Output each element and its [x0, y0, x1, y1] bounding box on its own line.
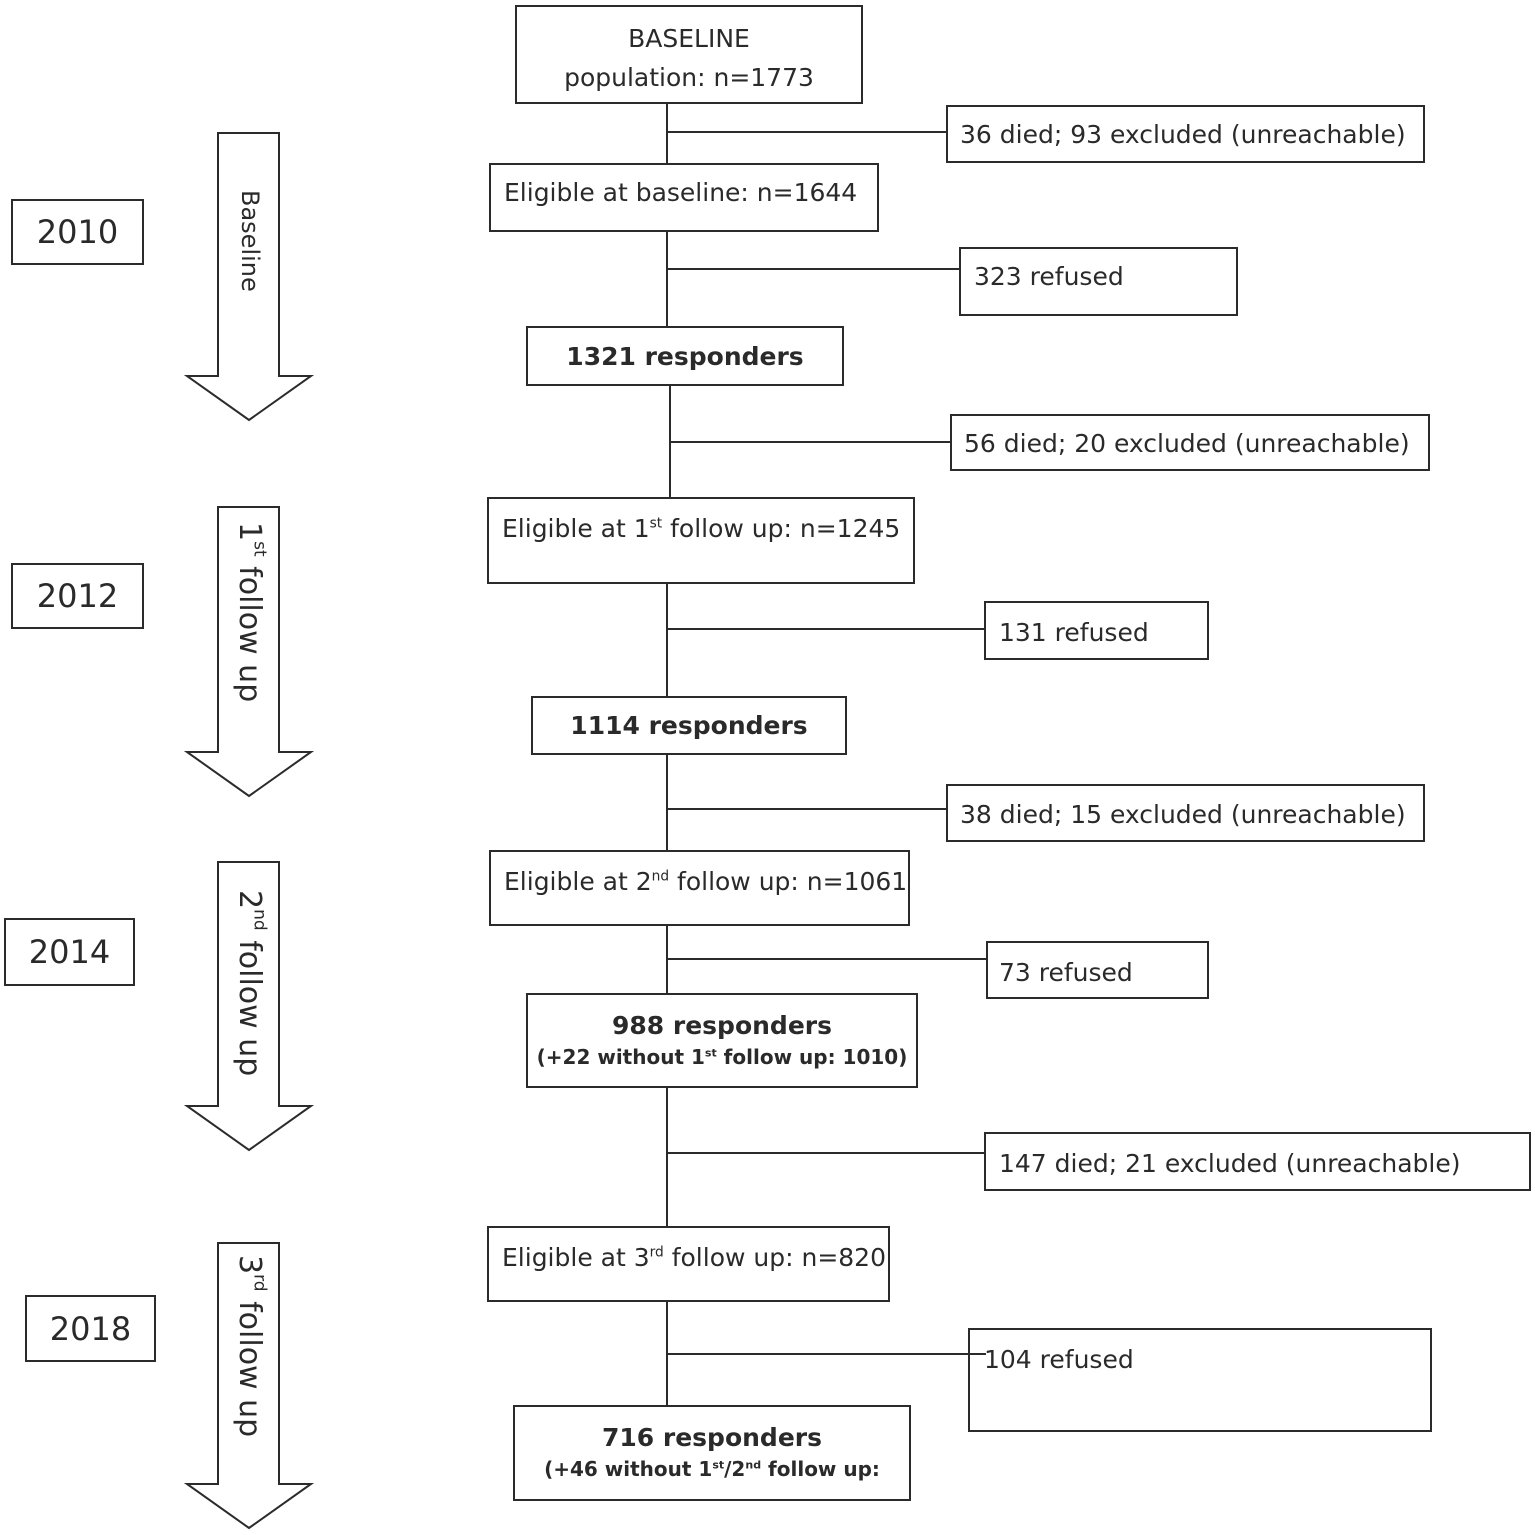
- responders-text: 1114 responders: [570, 711, 808, 740]
- connector-line: [666, 131, 947, 133]
- responders-note: (+46 without 1st/2nd follow up:: [544, 1457, 880, 1482]
- down-arrow: [183, 132, 315, 422]
- refused-text: 323 refused: [974, 262, 1124, 291]
- responders-box: 988 responders (+22 without 1st follow u…: [526, 993, 918, 1088]
- refused-text: 104 refused: [984, 1345, 1134, 1374]
- eligible-1st-box: Eligible at 1st follow up: n=1245: [487, 497, 915, 584]
- phase-label: 1st follow up: [233, 522, 270, 702]
- baseline-title: BASELINE: [628, 24, 750, 53]
- exclusion-text: 36 died; 93 excluded (unreachable): [960, 120, 1406, 149]
- connector-line: [666, 628, 985, 630]
- exclusion-box: 38 died; 15 excluded (unreachable): [946, 784, 1425, 842]
- baseline-population: population: n=1773: [564, 63, 814, 93]
- baseline-population-box: BASELINE population: n=1773: [515, 5, 863, 104]
- year-box: 2018: [25, 1295, 156, 1362]
- exclusion-text: 38 died; 15 excluded (unreachable): [960, 800, 1406, 829]
- eligible-3rd-box: Eligible at 3rd follow up: n=820: [487, 1226, 890, 1302]
- phase-label: 3rd follow up: [233, 1255, 270, 1437]
- connector-line: [666, 958, 987, 960]
- exclusion-box: 147 died; 21 excluded (unreachable): [984, 1132, 1531, 1191]
- year-box: 2012: [11, 563, 144, 629]
- refused-text: 131 refused: [999, 618, 1149, 647]
- responders-note: (+22 without 1st follow up: 1010): [536, 1045, 908, 1070]
- exclusion-text: 147 died; 21 excluded (unreachable): [999, 1149, 1461, 1178]
- connector-line: [666, 103, 668, 164]
- refused-box: 73 refused: [986, 941, 1209, 999]
- phase-label: 2nd follow up: [233, 890, 270, 1076]
- responders-box: 1321 responders: [526, 326, 844, 386]
- refused-box: 323 refused: [959, 247, 1238, 316]
- connector-line: [669, 441, 951, 443]
- exclusion-text: 56 died; 20 excluded (unreachable): [964, 429, 1410, 458]
- connector-line: [666, 230, 668, 327]
- connector-line: [666, 808, 947, 810]
- eligible-text: Eligible at baseline: n=1644: [504, 178, 858, 207]
- connector-line: [666, 754, 668, 851]
- eligible-2nd-box: Eligible at 2nd follow up: n=1061: [489, 850, 910, 926]
- year-box: 2010: [11, 199, 144, 265]
- connector-line: [666, 1086, 668, 1227]
- year-box: 2014: [4, 918, 135, 986]
- phase-label: Baseline: [236, 190, 264, 292]
- connector-line: [666, 1353, 986, 1355]
- responders-text: 716 responders: [602, 1423, 822, 1452]
- eligible-baseline-box: Eligible at baseline: n=1644: [489, 163, 879, 232]
- responders-box: 716 responders (+46 without 1st/2nd foll…: [513, 1405, 911, 1501]
- responders-text: 988 responders: [612, 1011, 832, 1040]
- exclusion-box: 36 died; 93 excluded (unreachable): [946, 105, 1425, 163]
- down-arrow: [183, 1242, 315, 1530]
- down-arrow: [183, 861, 315, 1152]
- eligible-text: Eligible at 1st follow up: n=1245: [502, 514, 901, 543]
- exclusion-box: 56 died; 20 excluded (unreachable): [950, 414, 1430, 471]
- responders-box: 1114 responders: [531, 696, 847, 755]
- eligible-text: Eligible at 2nd follow up: n=1061: [504, 867, 908, 896]
- connector-line: [666, 583, 668, 697]
- down-arrow: [183, 506, 315, 798]
- connector-line: [666, 268, 960, 270]
- refused-box: 131 refused: [984, 601, 1209, 660]
- refused-box: 104 refused: [968, 1328, 1432, 1432]
- responders-text: 1321 responders: [566, 342, 804, 371]
- eligible-text: Eligible at 3rd follow up: n=820: [502, 1243, 886, 1272]
- refused-text: 73 refused: [999, 958, 1133, 987]
- connector-line: [666, 1152, 985, 1154]
